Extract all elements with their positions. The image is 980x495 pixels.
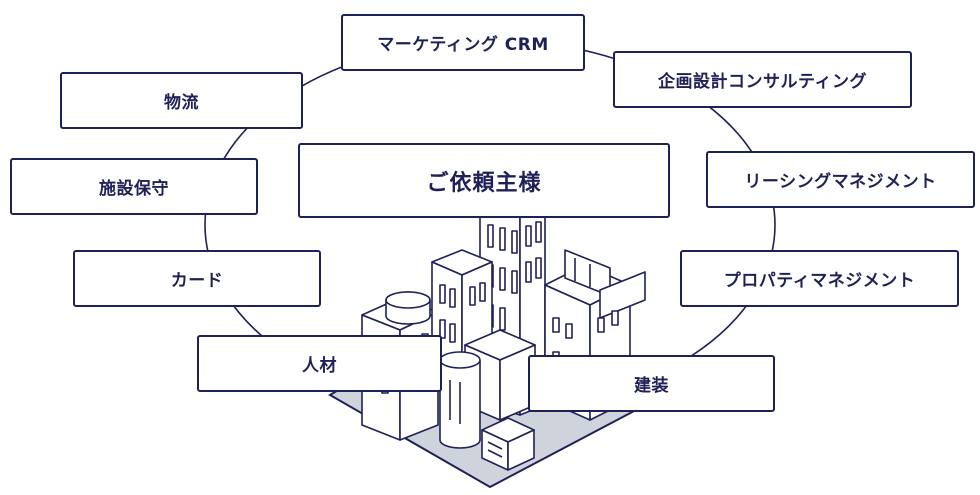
service-property-management: プロパティマネジメント [680,250,959,307]
service-logistics: 物流 [60,72,303,129]
front-box [481,417,535,471]
service-human-resources: 人材 [197,335,442,392]
service-leasing-management: リーシングマネジメント [706,151,975,208]
service-card: カード [73,250,321,307]
service-facility-maintenance: 施設保守 [10,158,258,215]
front-cylinder [439,351,481,449]
client-box: ご依頼主様 [298,143,670,218]
service-planning-consulting: 企画設計コンサルティング [613,51,912,108]
service-interior-construction: 建装 [528,355,775,412]
service-marketing-crm: マーケティング CRM [341,14,585,71]
